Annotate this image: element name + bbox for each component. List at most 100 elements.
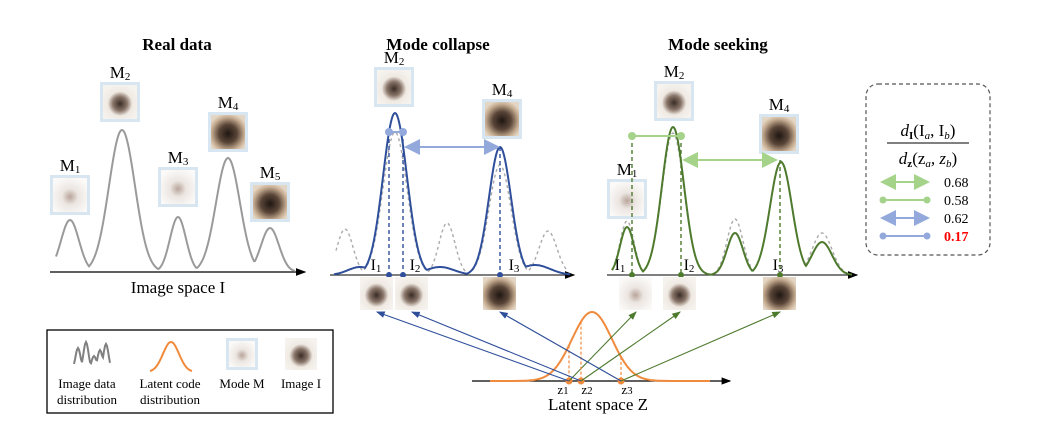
ratio-value-3: 0.17 (944, 230, 969, 245)
mode-label-real-4: M4 (218, 93, 239, 113)
mode-label-real-5: M5 (260, 163, 281, 183)
cat-photo (485, 102, 519, 136)
cat-photo (377, 70, 411, 104)
cat-photo (53, 178, 87, 212)
legend-latent-dist-line2: distribution (140, 392, 200, 407)
latent-distribution-curve (490, 310, 710, 382)
latent-label-2: z3 (621, 382, 633, 397)
cat-photo (763, 277, 796, 310)
legend-image-dist-line1: Image data (58, 376, 116, 391)
sample-point-seeking (629, 272, 635, 278)
real-distribution-dashed-collapse (335, 131, 567, 275)
mapping-arrow-collapse (499, 311, 622, 382)
ratio-value-1: 0.58 (944, 194, 969, 209)
mode-label-seeking-0: M1 (617, 160, 638, 180)
ratio-value-2: 0.62 (944, 212, 969, 227)
mapping-arrow-collapse (410, 311, 582, 382)
ratio-dot-icon (879, 232, 887, 240)
ratio-dot-icon (923, 232, 931, 240)
distance-endpoint (385, 128, 393, 136)
title-mode-seeking: Mode seeking (668, 35, 768, 54)
legend-image-dist-line2: distribution (57, 392, 117, 407)
cat-photo (610, 182, 644, 216)
cat-photo (663, 277, 696, 310)
image-label-seeking-1: I2 (684, 257, 695, 275)
generated-image-seeking-0 (619, 277, 652, 310)
legend-box: Image data distribution Latent code dist… (46, 329, 334, 414)
mode-label-real-3: M3 (168, 148, 189, 168)
sample-point-collapse (386, 272, 392, 278)
image-label-collapse-2: I3 (509, 257, 520, 275)
image-distribution-legend-icon (73, 339, 111, 366)
cat-photo (657, 84, 691, 118)
mode-image-seeking-2 (759, 114, 799, 154)
generated-distribution-collapse (333, 111, 571, 276)
legend-latent-dist-line1: Latent code (140, 376, 201, 391)
cat-photo (211, 115, 245, 149)
image-label-seeking-2: I3 (773, 257, 784, 275)
ratio-dot-icon (923, 196, 931, 204)
sample-point-seeking (678, 272, 684, 278)
image-legend-icon (285, 338, 317, 370)
mapping-arrow-seeking (568, 311, 637, 382)
mapping-arrow-seeking (580, 311, 681, 382)
sample-point-collapse (497, 272, 503, 278)
mode-legend-icon (226, 338, 258, 370)
cat-photo (483, 277, 516, 310)
cat-photo (762, 117, 796, 151)
sample-point-collapse (400, 272, 406, 278)
ratio-numerator: dI(Ia, Ib) (901, 121, 956, 142)
mode-image-real-2 (100, 82, 140, 122)
ratio-dot-icon (879, 196, 887, 204)
mode-label-seeking-2: M4 (769, 95, 790, 115)
distance-endpoint (628, 132, 636, 140)
distance-ratio-box: dI(Ia, Ib) dz(za, zb) 0.68 0.58 0.62 0.17 (865, 83, 991, 256)
mode-image-real-4 (208, 112, 248, 152)
mode-label-real-2: M2 (110, 63, 131, 83)
title-mode-collapse: Mode collapse (386, 35, 490, 54)
real-distribution-dashed-seeking (611, 132, 853, 276)
mode-image-collapse-0 (374, 67, 414, 107)
cat-photo (161, 170, 195, 204)
latent-label-0: z1 (557, 382, 568, 397)
mode-label-real-1: M1 (60, 156, 81, 176)
cat-photo (103, 85, 137, 119)
generated-image-collapse-2 (483, 277, 516, 310)
mapping-arrow-seeking (620, 311, 782, 382)
mode-image-collapse-1 (482, 99, 522, 139)
mode-label-collapse-0: M2 (384, 48, 405, 68)
latent-label-1: z2 (581, 382, 592, 397)
latent-space-label: Latent space Z (548, 395, 648, 414)
sample-point-seeking (777, 272, 783, 278)
ratio-denominator: dz(za, zb) (899, 149, 957, 170)
mode-image-seeking-0 (607, 179, 647, 219)
cat-photo (360, 277, 393, 310)
cat-photo (395, 277, 428, 310)
distance-endpoint (399, 128, 407, 136)
mode-label-seeking-1: M2 (664, 62, 685, 82)
distance-endpoint (677, 132, 685, 140)
cat-photo (619, 277, 652, 310)
generated-image-seeking-1 (663, 277, 696, 310)
image-label-seeking-0: I1 (615, 257, 626, 275)
title-real-data: Real data (142, 35, 212, 54)
mode-label-collapse-1: M4 (492, 80, 513, 100)
mapping-arrow-collapse (375, 311, 570, 382)
real-data-distribution-curve (55, 128, 296, 273)
image-label-collapse-0: I1 (371, 257, 382, 275)
generated-image-seeking-2 (763, 277, 796, 310)
latent-distribution-legend-icon (149, 340, 193, 372)
image-space-label: Image space I (131, 278, 226, 297)
legend-mode: Mode M (219, 376, 265, 391)
mode-image-real-1 (50, 175, 90, 215)
image-label-collapse-1: I2 (410, 257, 421, 275)
mode-image-real-5 (250, 182, 290, 222)
generated-image-collapse-1 (395, 277, 428, 310)
generated-image-collapse-0 (360, 277, 393, 310)
mode-image-seeking-1 (654, 81, 694, 121)
generated-distribution-seeking (611, 125, 853, 276)
legend-image: Image I (281, 376, 321, 391)
ratio-value-0: 0.68 (944, 176, 969, 191)
